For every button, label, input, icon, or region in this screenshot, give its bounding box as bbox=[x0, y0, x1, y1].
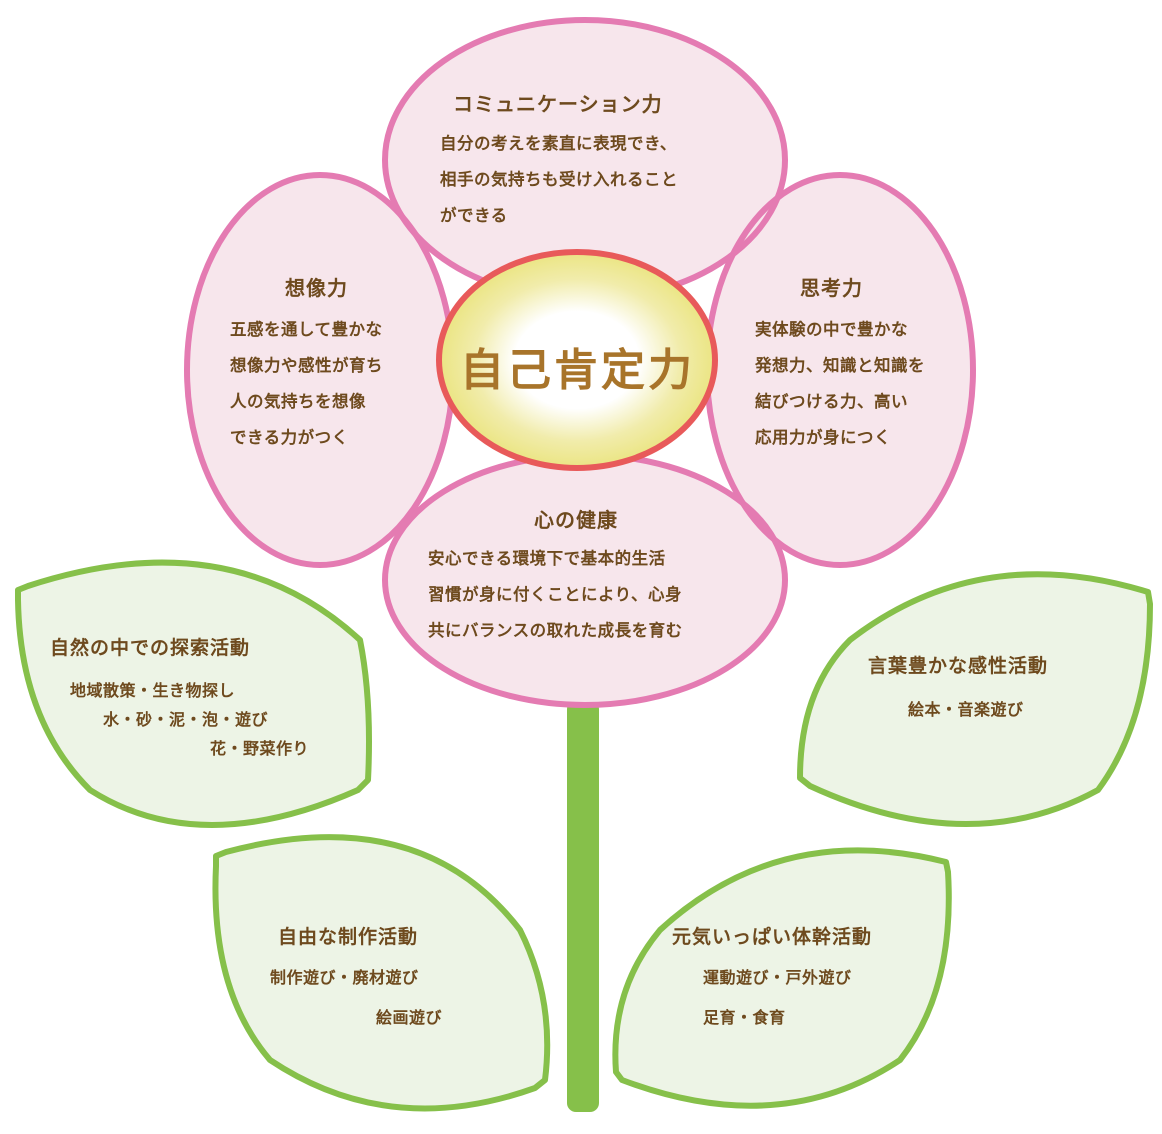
petal-left-line: 人の気持ちを想像 bbox=[230, 392, 366, 411]
petal-right-line: 実体験の中で豊かな bbox=[755, 320, 908, 339]
leaf-upper-left-title: 自然の中での探索活動 bbox=[44, 633, 257, 663]
leaf-lower-left-line: 制作遊び・廃材遊び bbox=[270, 968, 419, 987]
leaf-lower-right-line: 運動遊び・戸外遊び bbox=[703, 968, 852, 987]
leaf-upper-left-line: 花・野菜作り bbox=[210, 739, 310, 758]
leaf-upper-left-line: 地域散策・生き物探し bbox=[70, 681, 236, 700]
leaf-upper-right-line: 絵本・音楽遊び bbox=[908, 700, 1024, 719]
petal-left-title: 想像力 bbox=[279, 272, 354, 304]
petal-right-line: 応用力が身につく bbox=[755, 428, 891, 447]
leaf-lower-right-line: 足育・食育 bbox=[703, 1008, 786, 1027]
petal-left-line: 五感を通して豊かな bbox=[230, 320, 383, 339]
petal-top-line: 自分の考えを素直に表現でき、 bbox=[440, 134, 677, 153]
leaf-lower-right-shape bbox=[612, 847, 952, 1109]
petal-right-body: 実体験の中で豊かな 発想力、知識と知識を 結びつける力、高い 応用力が身につく bbox=[755, 312, 925, 456]
center-ellipse bbox=[436, 249, 718, 471]
petal-bottom-line: 安心できる環境下で基本的生活 bbox=[428, 549, 666, 568]
petal-right-title: 思考力 bbox=[794, 272, 869, 304]
petal-bottom-title-text: 心の健康 bbox=[534, 508, 618, 532]
stem bbox=[567, 700, 599, 1112]
petal-bottom-line: 共にバランスの取れた成長を育む bbox=[428, 621, 683, 640]
petal-top-title-text: コミュニケーション力 bbox=[453, 92, 663, 116]
center-label: 自己肯定力 bbox=[460, 345, 695, 396]
leaf-upper-right-title: 言葉豊かな感性活動 bbox=[862, 651, 1055, 681]
petal-right-title-text: 思考力 bbox=[800, 276, 863, 300]
petal-top-line: 相手の気持ちも受け入れること bbox=[440, 170, 678, 189]
petal-top-title: コミュニケーション力 bbox=[447, 88, 669, 120]
petal-top-body: 自分の考えを素直に表現でき、 相手の気持ちも受け入れること ができる bbox=[440, 126, 678, 234]
leaf-upper-left-line: 水・砂・泥・泡・遊び bbox=[103, 710, 269, 729]
petal-left-body: 五感を通して豊かな 想像力や感性が育ち 人の気持ちを想像 できる力がつく bbox=[230, 312, 383, 456]
leaf-lower-left-line: 絵画遊び bbox=[376, 1008, 443, 1027]
petal-right-line: 発想力、知識と知識を bbox=[755, 356, 925, 375]
petal-bottom-title: 心の健康 bbox=[528, 504, 624, 536]
leaf-lower-left-shape bbox=[212, 834, 551, 1112]
leaf-lower-left-title: 自由な制作活動 bbox=[272, 922, 425, 952]
leaf-lower-right-title: 元気いっぱい体幹活動 bbox=[666, 922, 879, 952]
petal-left-title-text: 想像力 bbox=[285, 276, 348, 300]
leaf-upper-right-shape bbox=[797, 571, 1153, 827]
leaf-upper-left-title-text: 自然の中での探索活動 bbox=[50, 637, 251, 659]
petal-left-line: 想像力や感性が育ち bbox=[230, 356, 383, 375]
leaf-upper-right-title-text: 言葉豊かな感性活動 bbox=[868, 655, 1049, 677]
leaf-lower-left-title-text: 自由な制作活動 bbox=[278, 926, 419, 948]
petal-right-line: 結びつける力、高い bbox=[755, 392, 908, 411]
leaf-lower-right-title-text: 元気いっぱい体幹活動 bbox=[672, 926, 873, 948]
petal-bottom-body: 安心できる環境下で基本的生活 習慣が身に付くことにより、心身 共にバランスの取れ… bbox=[428, 541, 683, 649]
leaf-upper-left-shape bbox=[15, 559, 372, 828]
petal-top-line: ができる bbox=[440, 206, 508, 225]
petal-bottom-line: 習慣が身に付くことにより、心身 bbox=[428, 585, 683, 604]
petal-left-line: できる力がつく bbox=[230, 428, 349, 447]
